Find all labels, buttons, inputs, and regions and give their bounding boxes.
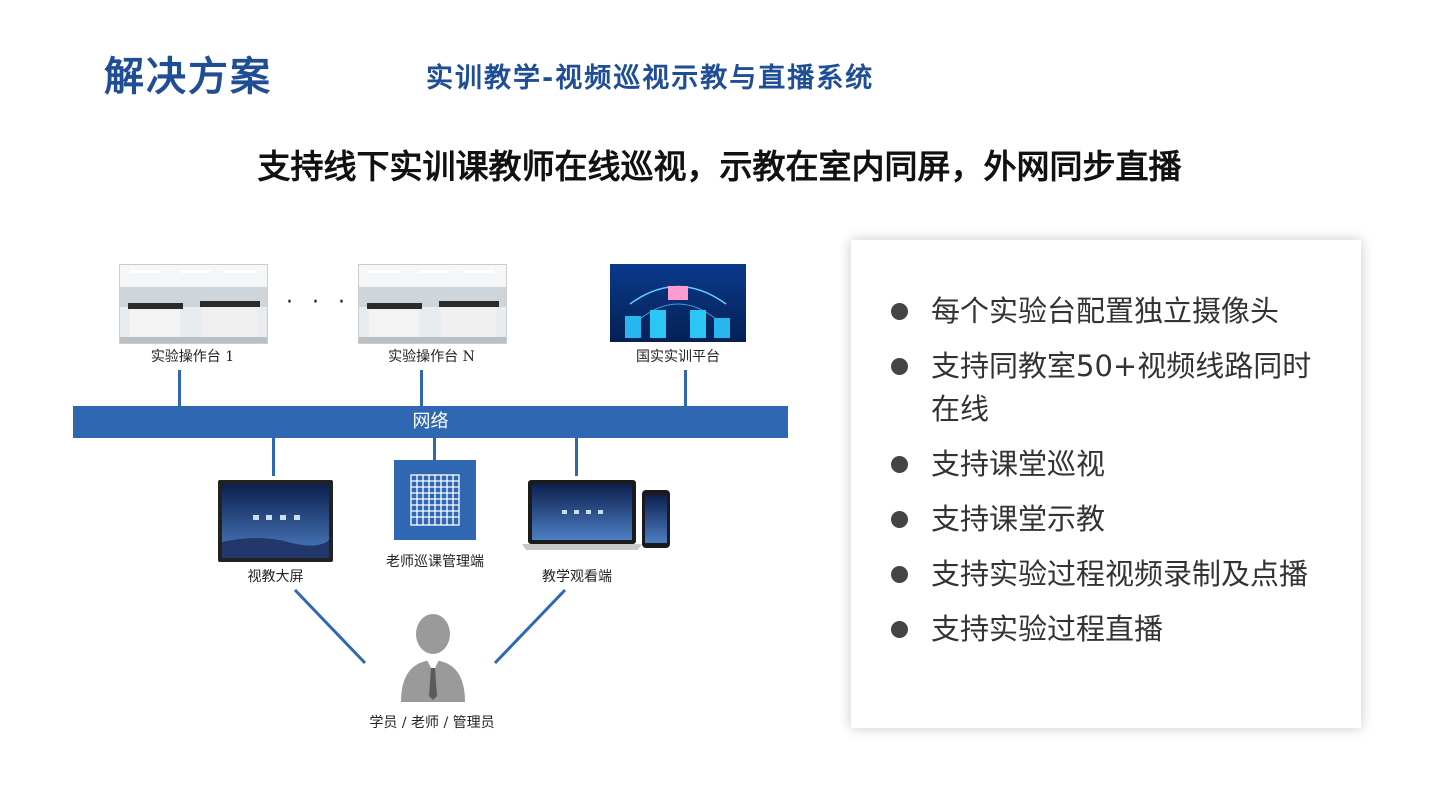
- big-screen-label: 视教大屏: [247, 569, 304, 585]
- big-screen-device: [218, 480, 333, 562]
- connector-stationN: [420, 370, 423, 406]
- teacher-console-label: 老师巡课管理端: [386, 554, 484, 570]
- viewer-devices: [522, 480, 674, 552]
- page-subtitle: 实训教学-视频巡视示教与直播系统: [426, 63, 875, 94]
- feature-item: 支持课堂巡视: [889, 443, 1329, 486]
- ellipsis: · · ·: [286, 290, 351, 315]
- connector-platform: [684, 370, 687, 406]
- feature-text: 支持实验过程直播: [931, 612, 1164, 646]
- training-platform-image: [610, 264, 746, 342]
- feature-text: 每个实验台配置独立摄像头: [931, 294, 1280, 328]
- user-connectors: [293, 588, 567, 665]
- connector-viewer: [575, 438, 578, 476]
- feature-item: 支持同教室50+视频线路同时在线: [889, 345, 1329, 431]
- bullet-icon: [891, 621, 908, 638]
- training-platform-label: 国实实训平台: [636, 349, 720, 365]
- feature-list: 每个实验台配置独立摄像头 支持同教室50+视频线路同时在线 支持课堂巡视 支持课…: [889, 290, 1329, 663]
- feature-item: 支持实验过程视频录制及点播: [889, 553, 1329, 596]
- lab-station-n-photo: [358, 264, 507, 344]
- users-label: 学员 / 老师 / 管理员: [369, 715, 495, 731]
- feature-text: 支持课堂巡视: [931, 447, 1106, 481]
- lab-station-n-label: 实验操作台 N: [388, 349, 475, 365]
- feature-item: 支持课堂示教: [889, 498, 1329, 541]
- feature-text: 支持实验过程视频录制及点播: [931, 557, 1309, 591]
- network-bar: 网络: [73, 406, 788, 438]
- teacher-console-icon: [394, 460, 476, 540]
- feature-item: 支持实验过程直播: [889, 608, 1329, 651]
- headline: 支持线下实训课教师在线巡视，示教在室内同屏，外网同步直播: [257, 147, 1182, 186]
- lab-station-1-label: 实验操作台 1: [150, 349, 235, 365]
- feature-item: 每个实验台配置独立摄像头: [889, 290, 1329, 333]
- connector-station1: [178, 370, 181, 406]
- bullet-icon: [891, 358, 908, 375]
- bullet-icon: [891, 511, 908, 528]
- viewer-label: 教学观看端: [542, 569, 612, 585]
- feature-text: 支持同教室50+视频线路同时在线: [931, 349, 1312, 426]
- lab-station-1-photo: [119, 264, 268, 344]
- bullet-icon: [891, 456, 908, 473]
- connector-bigscreen: [272, 438, 275, 476]
- feature-panel: 每个实验台配置独立摄像头 支持同教室50+视频线路同时在线 支持课堂巡视 支持课…: [851, 240, 1361, 728]
- bullet-icon: [891, 566, 908, 583]
- page-title: 解决方案: [104, 54, 272, 100]
- user-icon: [397, 612, 469, 704]
- feature-text: 支持课堂示教: [931, 502, 1106, 536]
- bullet-icon: [891, 303, 908, 320]
- connector-console: [433, 438, 436, 460]
